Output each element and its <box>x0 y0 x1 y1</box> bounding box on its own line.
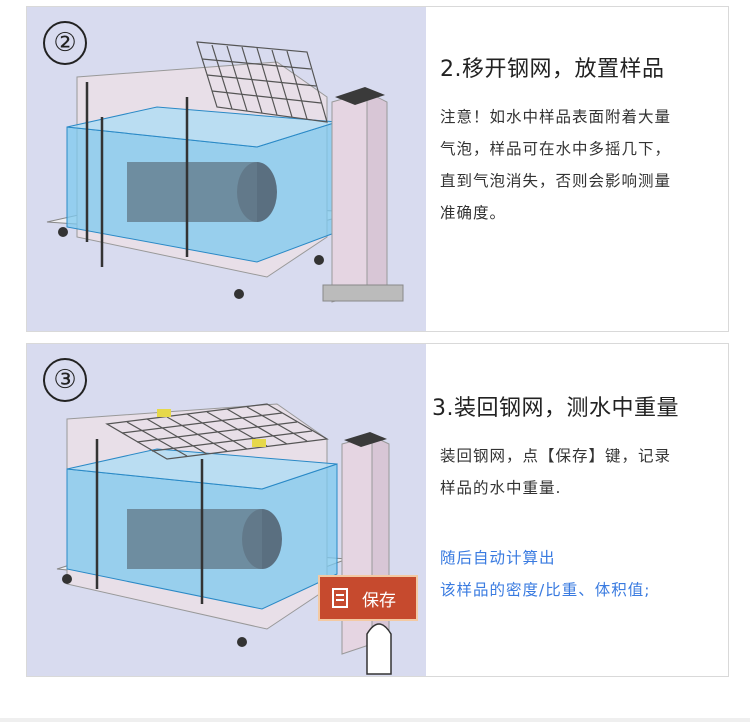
step-2-illustration: ② <box>27 7 426 331</box>
step-2-panel: ② <box>26 6 729 332</box>
step-3-illustration: ③ <box>27 344 426 676</box>
step-3-panel: ③ <box>26 343 729 677</box>
step-3-result-note: 随后自动计算出 该样品的密度/比重、体积值; <box>440 542 650 606</box>
step-2-line: 直到气泡消失，否则会影响测量 <box>440 172 672 190</box>
step-3-line: 装回钢网，点【保存】键，记录 <box>440 447 672 465</box>
step-3-blue-line: 该样品的密度/比重、体积值; <box>440 581 651 599</box>
step-3-description: 装回钢网，点【保存】键，记录 样品的水中重量. <box>440 440 671 504</box>
step-2-line: 注意！如水中样品表面附着大量 <box>440 108 672 126</box>
save-icon <box>332 588 348 608</box>
step-number-2: ② <box>43 21 87 65</box>
footer-divider <box>0 718 750 722</box>
save-button-label: 保存 <box>362 590 396 611</box>
step-3-line: 样品的水中重量. <box>440 479 562 497</box>
save-button[interactable]: 保存 <box>318 575 418 621</box>
step-2-description: 注意！如水中样品表面附着大量 气泡，样品可在水中多摇几下， 直到气泡消失，否则会… <box>440 101 671 229</box>
step-3-blue-line: 随后自动计算出 <box>440 549 556 567</box>
water-tank-device-illustration <box>46 41 404 303</box>
step-2-title: 2.移开钢网，放置样品 <box>440 57 665 82</box>
step-3-title: 3.装回钢网，测水中重量 <box>432 396 679 421</box>
step-2-line: 准确度。 <box>440 204 507 222</box>
step-number-3: ③ <box>43 358 87 402</box>
step-2-line: 气泡，样品可在水中多摇几下， <box>440 140 672 158</box>
water-tank-device-illustration <box>56 403 392 675</box>
